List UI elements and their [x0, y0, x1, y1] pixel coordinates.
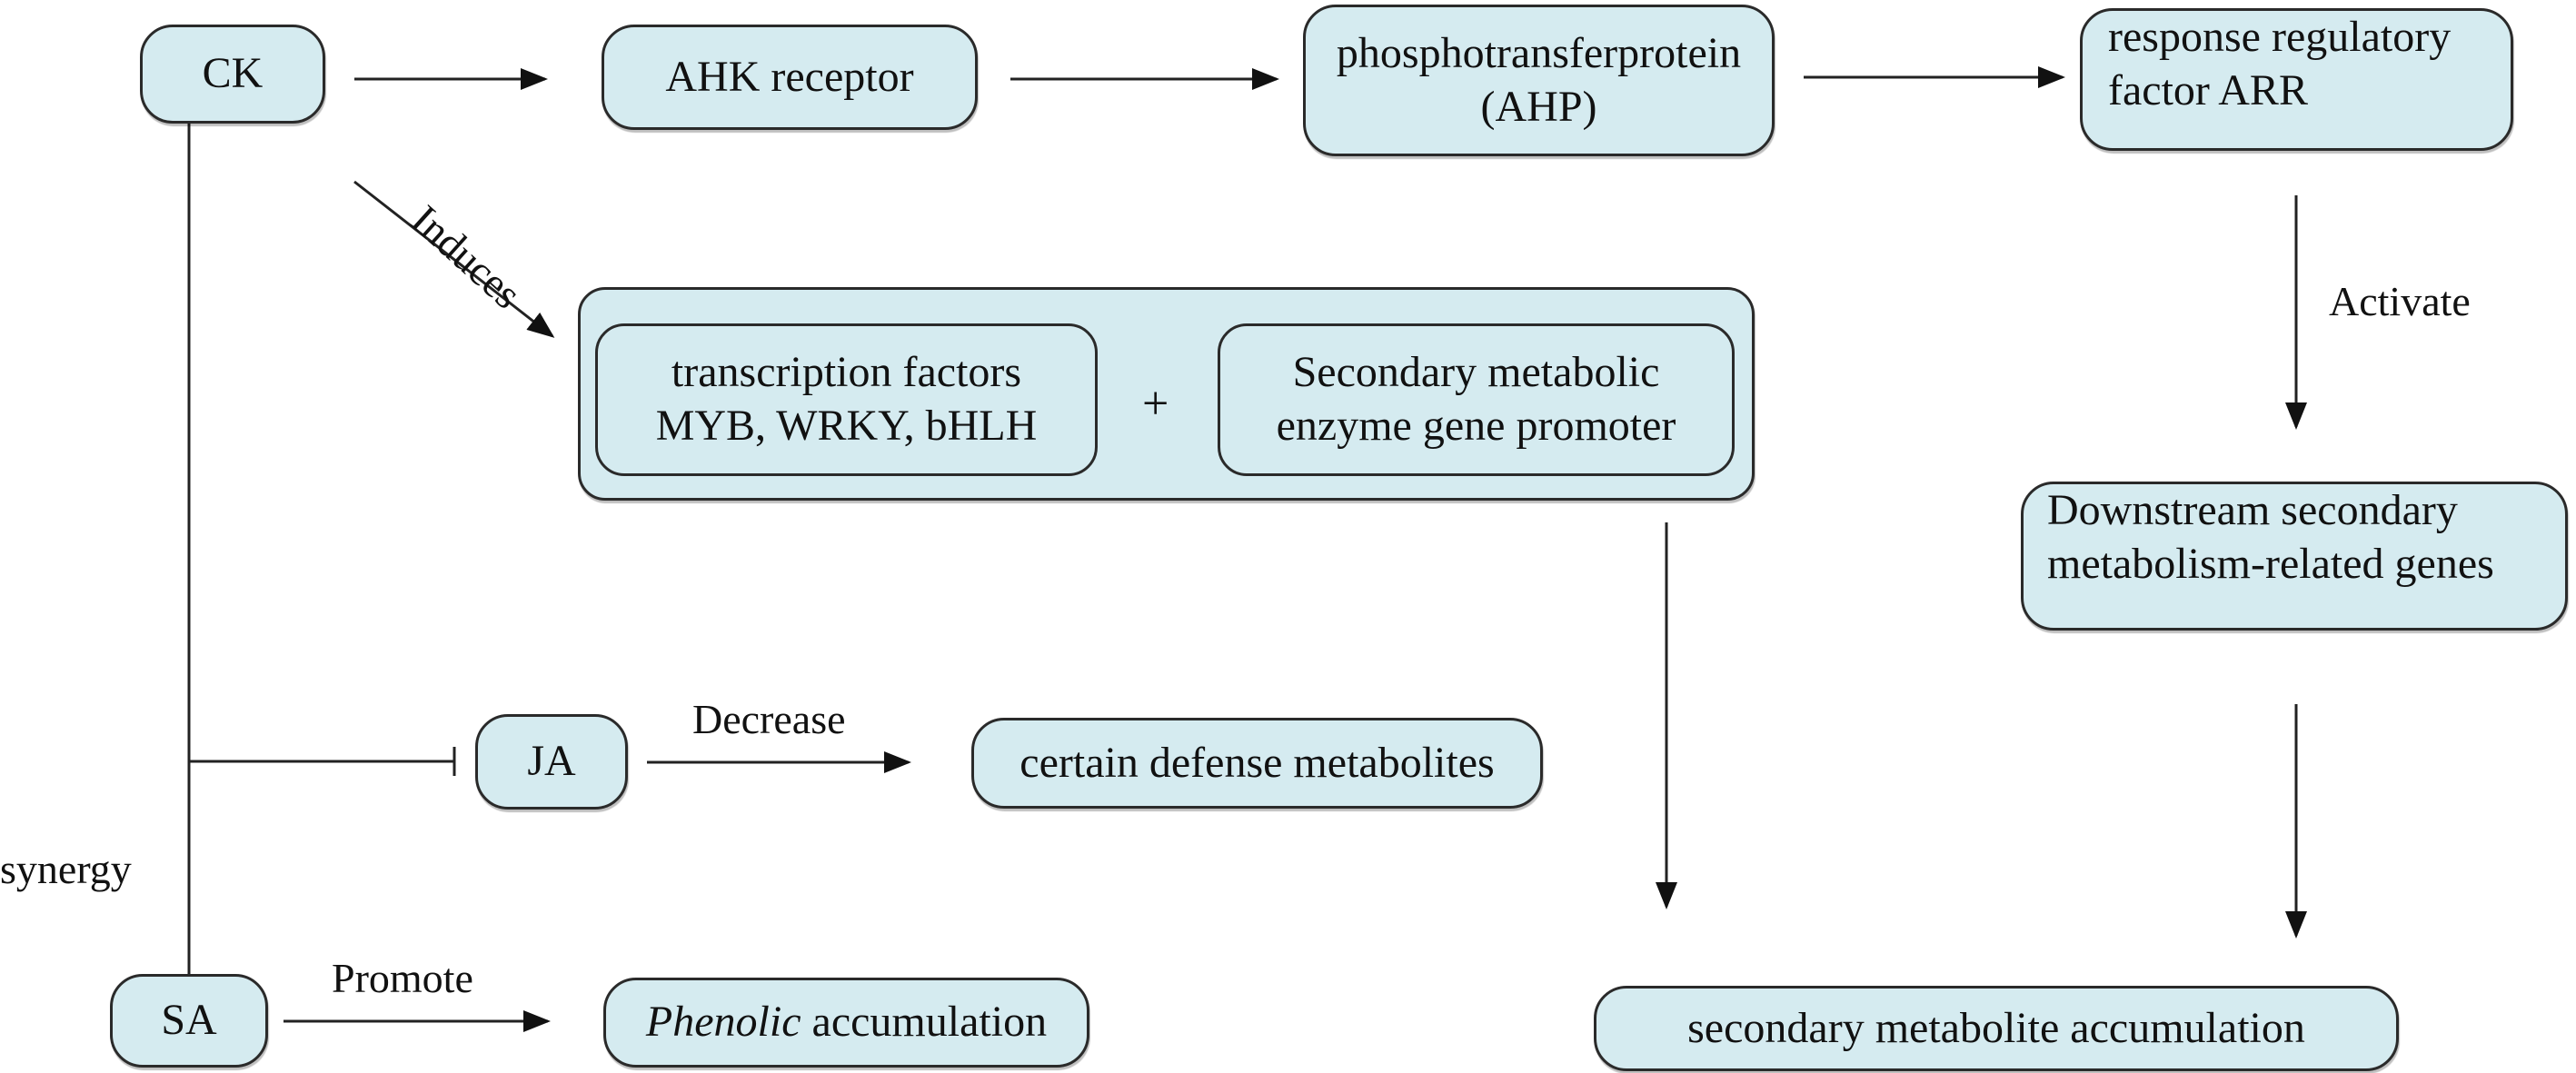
- node-ja-label: JA: [527, 737, 576, 786]
- phenolic-rest: accumulation: [801, 998, 1048, 1047]
- node-ja: JA: [475, 714, 628, 810]
- edge-label-promote: Promote: [332, 955, 473, 1001]
- node-enzyme-line2: enzyme gene promoter: [1276, 402, 1676, 450]
- node-ahk-label: AHK receptor: [665, 52, 914, 101]
- node-sa: SA: [110, 974, 268, 1068]
- node-ahk-receptor: AHK receptor: [602, 25, 978, 130]
- node-phenolic-accumulation: Phenolic accumulation: [603, 978, 1089, 1068]
- edge-label-synergy: synergy: [0, 846, 132, 892]
- node-phenolic-label: Phenolic accumulation: [646, 996, 1047, 1049]
- edge-label-decrease: Decrease: [692, 696, 846, 742]
- node-defense-label: certain defense metabolites: [1019, 738, 1495, 787]
- node-arr-line2: factor ARR: [2108, 65, 2308, 114]
- node-ahp-line2: (AHP): [1480, 82, 1597, 131]
- node-ahp: phosphotransferprotein (AHP): [1303, 5, 1775, 156]
- node-downstream-genes: Downstream secondary metabolism-related …: [2021, 482, 2568, 631]
- node-tf-line2: MYB, WRKY, bHLH: [655, 402, 1038, 450]
- node-tf-line1: transcription factors: [671, 348, 1022, 397]
- node-ck-label: CK: [202, 49, 264, 98]
- node-transcription-factors: transcription factors MYB, WRKY, bHLH: [595, 323, 1098, 476]
- node-arr: response regulatory factor ARR: [2080, 8, 2513, 151]
- node-enzyme-line1: Secondary metabolic: [1292, 348, 1660, 397]
- node-defense-metabolites: certain defense metabolites: [971, 718, 1543, 809]
- node-ahp-line1: phosphotransferprotein: [1336, 28, 1742, 77]
- arrow-ck-induces-group: [353, 180, 555, 338]
- node-secondary-label: secondary metabolite accumulation: [1687, 1003, 2305, 1052]
- node-secondary-metabolite-accumulation: secondary metabolite accumulation: [1594, 986, 2399, 1071]
- node-ck: CK: [140, 25, 325, 124]
- node-arr-line1: response regulatory: [2108, 13, 2452, 61]
- node-downstream-line1: Downstream secondary: [2047, 486, 2458, 534]
- plus-sign: +: [1142, 378, 1169, 430]
- edge-label-activate: Activate: [2329, 278, 2471, 324]
- node-downstream-line2: metabolism-related genes: [2047, 539, 2494, 588]
- node-sa-label: SA: [161, 996, 217, 1045]
- phenolic-italic: Phenolic: [645, 998, 801, 1047]
- node-enzyme-gene-promoter: Secondary metabolic enzyme gene promoter: [1218, 323, 1735, 476]
